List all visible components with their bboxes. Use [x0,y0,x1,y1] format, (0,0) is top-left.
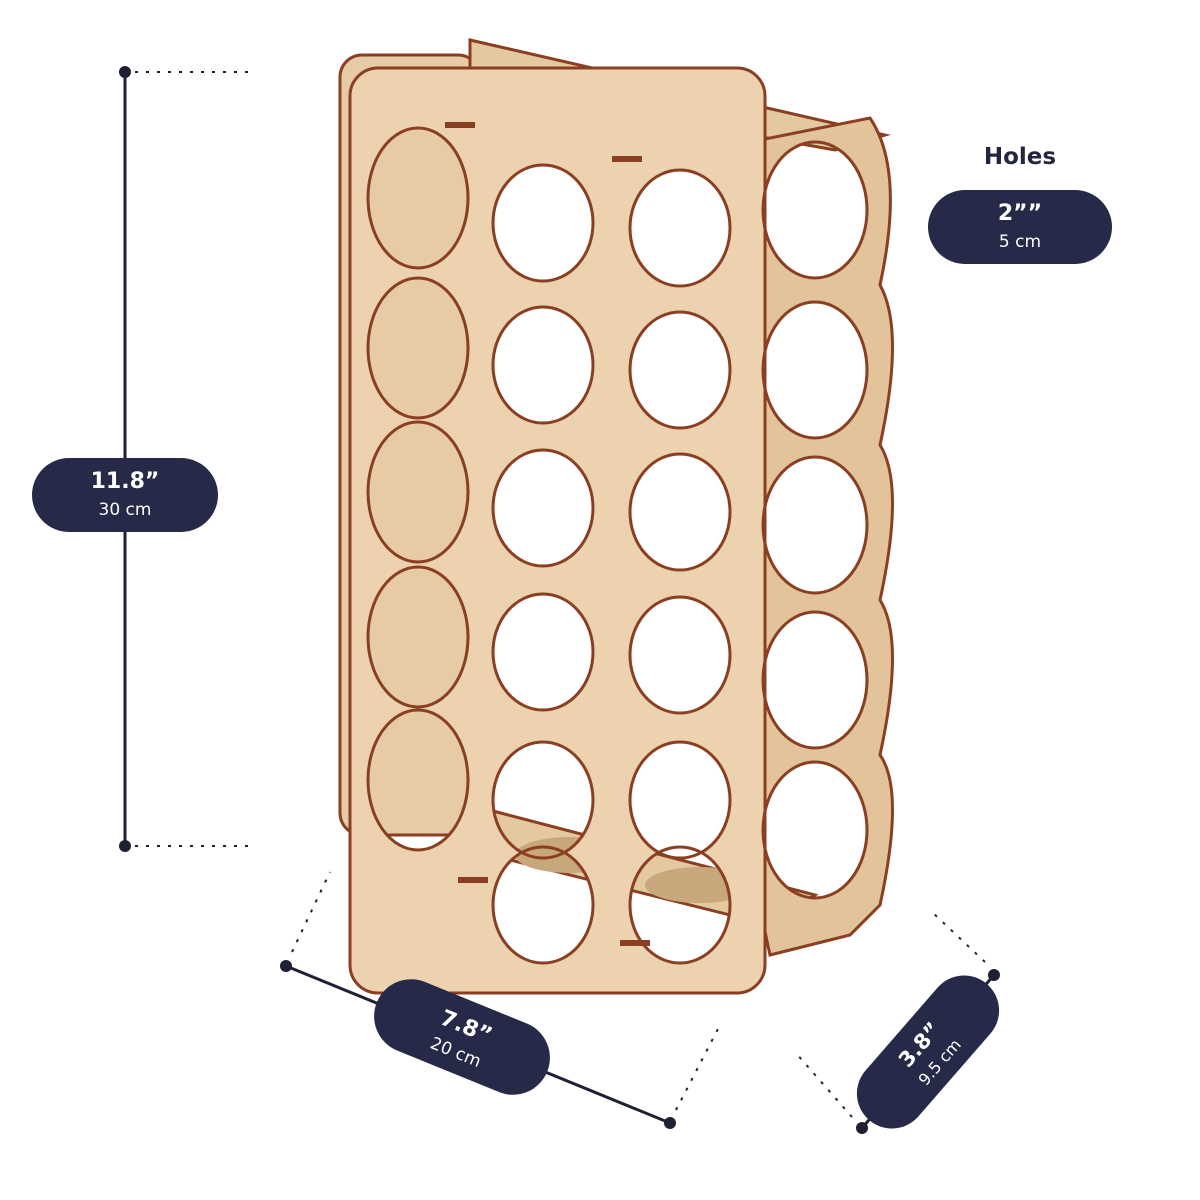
rack-hole [761,760,869,900]
depth-endpoint-top [988,969,1000,981]
height-dimension: 11.8” 30 cm [32,66,250,852]
rack-hole [366,276,470,420]
depth-endpoint-bottom [856,1122,868,1134]
rack-hole [366,420,470,564]
rack-hole [366,565,470,709]
panel-tab-mark [620,940,650,946]
rack-hole [366,126,470,270]
rack-hole [491,163,595,283]
panel-tab-mark [458,877,488,883]
rack-hole [628,595,732,715]
rack-hole [628,168,732,288]
rack-hole [761,300,869,440]
height-endpoint-top [119,66,131,78]
holes-heading: Holes [984,144,1056,170]
rack-hole [491,305,595,425]
depth-dimension: 3.8” 9.5 cm [794,911,1000,1134]
depth-guide-bottom [794,1051,853,1118]
height-imperial: 11.8” [91,469,160,494]
holes-imperial: 2”” [998,201,1042,226]
rack-hole [761,455,869,595]
height-endpoint-bottom [119,840,131,852]
width-endpoint-right [664,1117,676,1129]
holes-metric: 5 cm [999,232,1041,252]
rack-wavy-side-panel [749,116,894,957]
rack-hole [366,708,470,852]
height-pill [32,458,218,532]
rack-hole [491,845,595,965]
width-endpoint-left [280,960,292,972]
height-metric: 30 cm [99,500,152,520]
rack-hole [491,448,595,568]
width-guide-left [291,871,331,953]
width-guide-right [675,1024,721,1111]
width-dimension: 7.8” 20 cm [280,871,721,1129]
holes-pill [928,190,1112,264]
rack-hole [491,740,595,860]
side-panel-hole-edges [761,140,869,900]
rack-hole [761,610,869,750]
rack-hole [628,452,732,572]
depth-guide-top [931,911,986,963]
rack-hole [491,592,595,712]
panel-tab-mark [445,122,475,128]
depth-pill [856,975,1000,1129]
rack-hole [628,310,732,430]
rack-hole [628,740,732,860]
holes-callout: Holes 2”” 5 cm [928,144,1112,264]
width-pill [374,979,550,1095]
front-panel-hole-edges [366,126,732,965]
rack-hole [761,140,869,280]
panel-tab-mark [612,156,642,162]
rack-hole [628,845,732,965]
wine-rack-illustration [338,38,894,995]
